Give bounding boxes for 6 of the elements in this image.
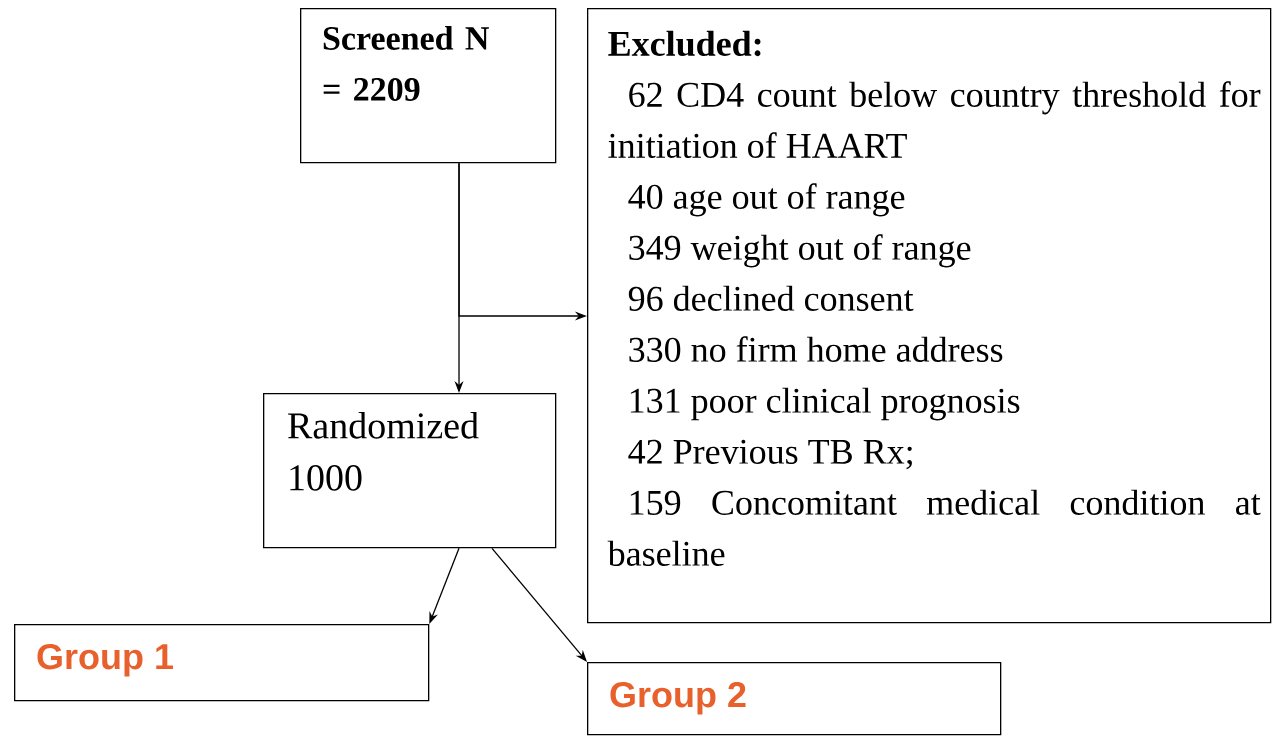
exclusion-box: Excluded: 62 CD4 count below country threshold for initiation of HAART 40 age out of range 349 weight out of range 96 declined consent 330 no firm home address 131 poor clinical prognosis 42 Previous TB Rx; 159 Concomitant medical condition at baseline [587, 8, 1272, 624]
process-box: Randomized 1000 [263, 393, 557, 549]
arrow [491, 547, 587, 662]
process-box: Screened N = 2209 [300, 8, 557, 164]
group-box: Group 1 [14, 624, 430, 702]
group-box: Group 2 [587, 662, 1002, 736]
